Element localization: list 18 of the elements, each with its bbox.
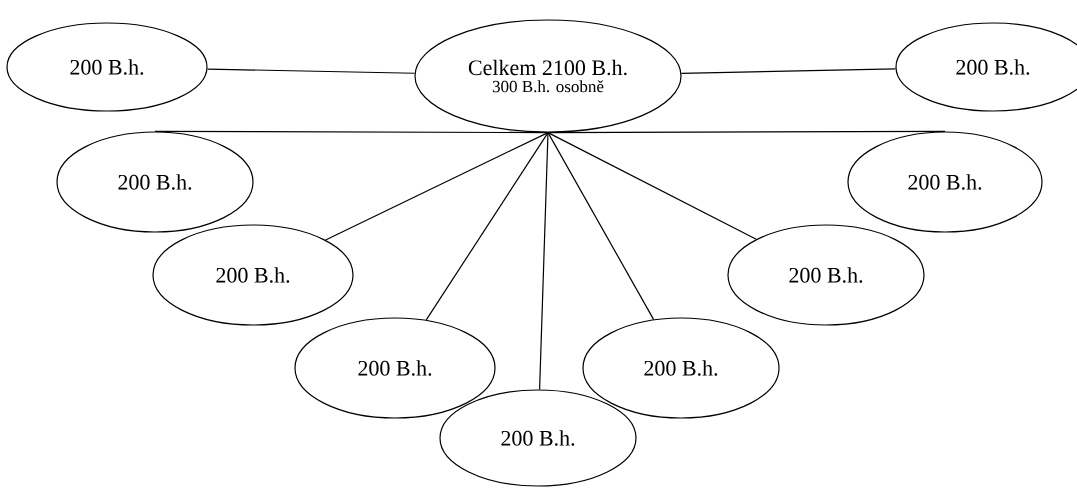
connector-line xyxy=(547,130,946,134)
connector-line xyxy=(680,68,897,74)
ellipse-node: 200 B.h. xyxy=(6,22,208,112)
connector-line xyxy=(547,132,655,320)
connector-line xyxy=(547,132,757,240)
ellipse-node: 200 B.h. xyxy=(439,389,637,487)
connector-line xyxy=(206,68,416,74)
connector-line xyxy=(425,132,549,321)
ellipse-node: 200 B.h. xyxy=(582,317,780,419)
connector-line xyxy=(325,132,549,241)
connector-line xyxy=(154,130,549,134)
ellipse-node: 200 B.h. xyxy=(56,131,254,233)
ellipse-node: 200 B.h. xyxy=(727,224,925,326)
ellipse-node: 200 B.h. xyxy=(152,224,354,326)
ellipse-node: 200 B.h. xyxy=(294,317,496,419)
connector-line xyxy=(539,132,549,390)
ellipse-node: 200 B.h. xyxy=(847,131,1043,233)
ellipse-node: Celkem 2100 B.h. 300 B.h. osobně xyxy=(414,19,682,133)
